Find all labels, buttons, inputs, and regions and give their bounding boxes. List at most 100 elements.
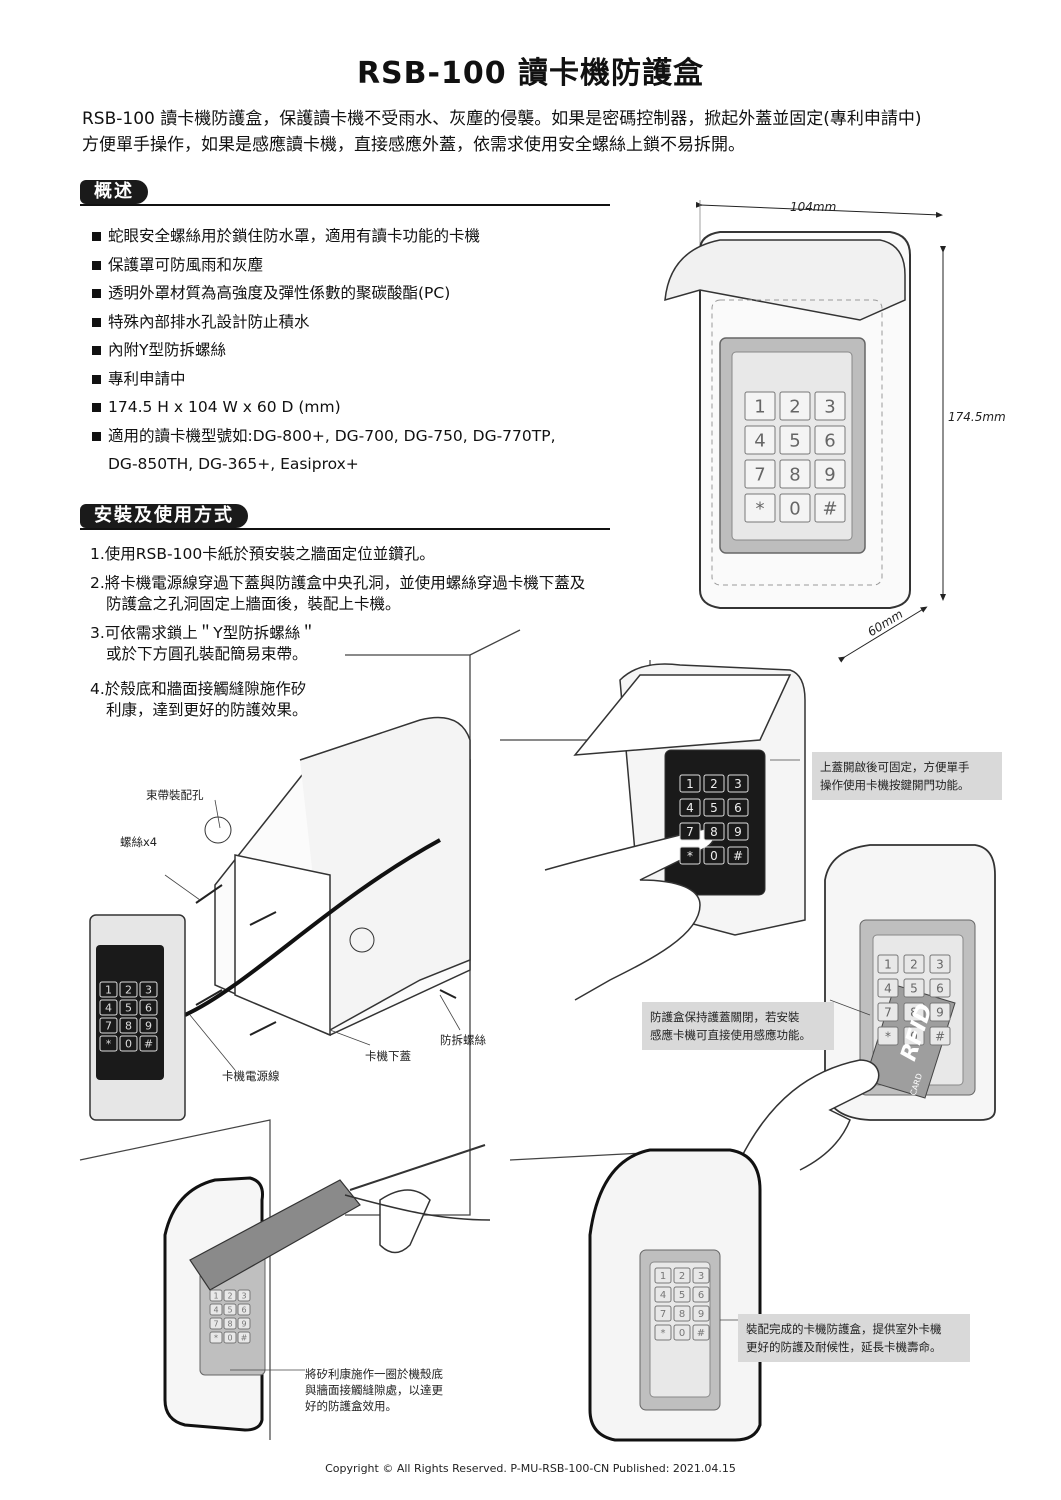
keypad-key-label: 3 [936, 957, 944, 971]
silicone-note: 將矽利康施作一圈於機殼底 與牆面接觸縫隙處，以達更 好的防護盒效用。 [305, 1367, 443, 1413]
keypad-key-label: 0 [789, 498, 800, 519]
keypad-key-label: 7 [686, 825, 694, 839]
keypad-key-label: 1 [754, 396, 765, 417]
rfid-callout: 防護盒保持護蓋關閉，若安裝 感應卡機可直接使用感應功能。 [642, 1002, 834, 1050]
bullet-square-icon [92, 374, 101, 384]
keypad-key [223, 1331, 237, 1344]
keypad-key-label: 7 [213, 1319, 218, 1328]
keypad-key [119, 1035, 138, 1052]
keypad-key-label: 9 [936, 1005, 944, 1019]
keypad-key-label: 2 [679, 1271, 685, 1282]
keypad-key [654, 1324, 672, 1341]
height-dimension-label: 174.5mm [948, 410, 1006, 424]
keypad-key [237, 1303, 251, 1316]
keypad-key [99, 1035, 118, 1052]
keypad-key [99, 1017, 118, 1034]
step-4-line-b: 利康，達到更好的防護效果。 [106, 701, 308, 719]
tie-hole-label: 束帶裝配孔 [146, 788, 204, 802]
step-4-line-a: 4.於殼底和牆面接觸縫隙施作矽 [90, 680, 307, 698]
width-dimension-label: 104mm [790, 200, 837, 214]
keypad-key [139, 999, 158, 1016]
keypad-key [119, 981, 138, 998]
finished-unit-callout: 裝配完成的卡機防護盒，提供室外卡機 更好的防護及耐候性，延長卡機壽命。 [738, 1314, 970, 1362]
keypad-key [903, 978, 925, 998]
intro-line-1: RSB-100 讀卡機防護盒，保護讀卡機不受雨水、灰塵的侵襲。如果是密碼控制器，… [82, 109, 922, 129]
step-3-line-b: 或於下方圓孔裝配簡易束帶。 [106, 645, 308, 663]
keypad-key [929, 978, 951, 998]
keypad-key-label: 5 [910, 981, 918, 995]
list-item: 174.5 H x 104 W x 60 D (mm) [92, 393, 556, 422]
keypad-key [877, 1026, 899, 1046]
keypad-key-label: 2 [125, 983, 132, 996]
list-item: 透明外罩材質為高強度及彈性係數的聚碳酸酯(PC) [92, 279, 556, 308]
keypad-key-label: 1 [213, 1291, 218, 1300]
list-item: 專利申請中 [92, 365, 556, 394]
bullet-square-icon [92, 260, 101, 270]
keypad-key [703, 846, 725, 865]
keypad-key-label: 6 [734, 801, 742, 815]
tamper-screw-label: 防拆螺絲 [440, 1033, 486, 1047]
keypad-key-label: 6 [824, 430, 835, 451]
keypad-key [209, 1289, 223, 1302]
keypad-key [139, 1017, 158, 1034]
keypad-key-label: 4 [105, 1001, 112, 1014]
keypad-key [814, 425, 846, 455]
keypad-key [814, 459, 846, 489]
keypad-key [877, 1002, 899, 1022]
keypad-key [727, 846, 749, 865]
keypad-key [673, 1305, 691, 1322]
keypad-key [692, 1305, 710, 1322]
keypad-key-label: 2 [910, 957, 918, 971]
keypad-key [692, 1286, 710, 1303]
exploded-install-diagram [89, 629, 521, 1216]
keypad-key [703, 774, 725, 793]
keypad-key-label: 5 [227, 1305, 232, 1314]
keypad-key [237, 1331, 251, 1344]
keypad-key [679, 846, 701, 865]
lid-open-diagram [500, 660, 806, 1001]
keypad-key [223, 1317, 237, 1330]
keypad-key [744, 493, 776, 523]
keypad-key-label: 9 [241, 1319, 246, 1328]
keypad-key-label: * [106, 1037, 112, 1050]
keypad-key-label: 8 [910, 1005, 918, 1019]
install-steps: 1.使用RSB-100卡紙於預安裝之牆面定位並鑽孔。 2.將卡機電源線穿過下蓋與… [90, 544, 585, 721]
step-3-line-a: 3.可依需求鎖上＂Y型防拆螺絲＂ [90, 624, 316, 642]
keypad-key-label: 4 [213, 1305, 218, 1314]
keypad-key [929, 1002, 951, 1022]
keypad-key [654, 1286, 672, 1303]
overview-list: 蛇眼安全螺絲用於鎖住防水罩，適用有讀卡功能的卡機 保護罩可防風雨和灰塵 透明外罩… [92, 222, 556, 479]
keypad-key-label: # [935, 1029, 945, 1043]
keypad-key-label: 4 [686, 801, 694, 815]
lid-open-callout: 上蓋開啟後可固定，方便單手 操作使用卡機按鍵開門功能。 [812, 752, 1002, 800]
screws-label: 螺絲x4 [120, 835, 158, 849]
install-section-header: 安裝及使用方式 [80, 504, 610, 530]
keypad-key-label: 1 [660, 1271, 666, 1282]
list-item: 保護罩可防風雨和灰塵 [92, 251, 556, 280]
keypad-key-label: 8 [227, 1319, 232, 1328]
keypad-key [744, 391, 776, 421]
keypad-key [139, 1035, 158, 1052]
keypad-key [209, 1303, 223, 1316]
keypad-key-label: * [687, 849, 693, 863]
keypad-key [814, 391, 846, 421]
keypad-key-label: # [733, 849, 743, 863]
keypad-key-label: 7 [660, 1309, 666, 1320]
keypad-key [779, 459, 811, 489]
list-item: 內附Y型防拆螺絲 [92, 336, 556, 365]
install-rule [80, 528, 610, 530]
bullet-square-icon [92, 317, 101, 327]
keypad-key [692, 1324, 710, 1341]
keypad-key [903, 1026, 925, 1046]
keypad-key [929, 954, 951, 974]
keypad-key [654, 1267, 672, 1284]
keypad-key [703, 822, 725, 841]
keypad-key [779, 493, 811, 523]
keypad-key-label: 3 [734, 777, 742, 791]
keypad-key [119, 999, 138, 1016]
keypad-key-label: 6 [936, 981, 944, 995]
keypad-key-label: # [822, 498, 837, 519]
